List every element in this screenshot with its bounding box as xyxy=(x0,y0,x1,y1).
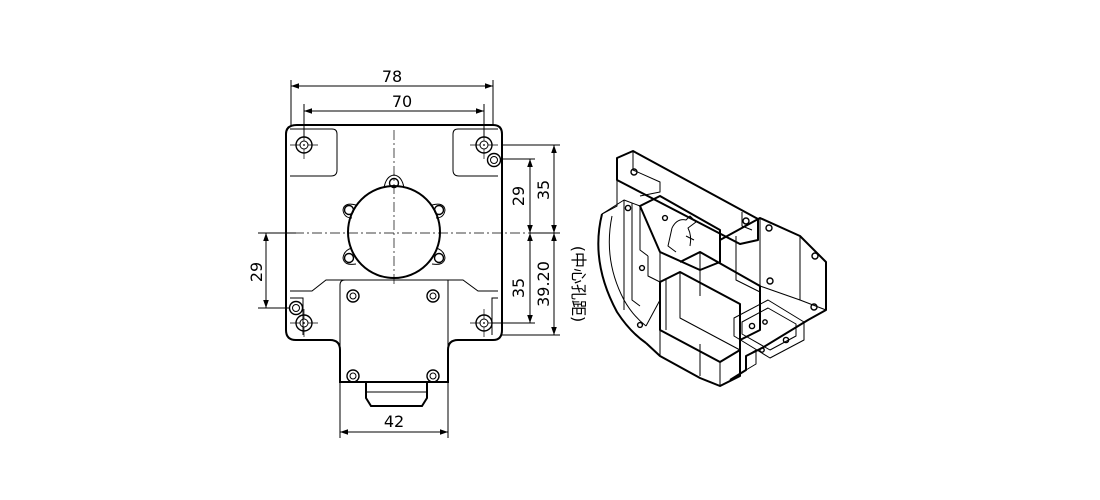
center-hole-note: (中心孔距) xyxy=(569,246,588,323)
dim-39-20: 39.20 xyxy=(534,261,553,307)
mounting-holes xyxy=(288,136,502,332)
corner-pocket-tr xyxy=(452,128,498,177)
dim-width-70: 70 xyxy=(392,92,412,111)
dim-29-left: 29 xyxy=(247,262,266,282)
dimensions: 78 70 29 35 35 39.20 (中心孔距) 29 xyxy=(247,67,588,438)
main-body-outline xyxy=(285,124,503,383)
dim-35-lower: 35 xyxy=(509,278,528,298)
bottom-connector xyxy=(365,382,428,407)
block-holes xyxy=(346,289,440,383)
dim-29-right: 29 xyxy=(509,186,528,206)
boss-lugs xyxy=(342,174,446,265)
dim-35-upper: 35 xyxy=(534,180,553,200)
dim-width-42: 42 xyxy=(384,412,404,431)
corner-pocket-tl xyxy=(290,128,338,177)
lower-block xyxy=(339,279,449,383)
front-view xyxy=(258,124,530,407)
isometric-view xyxy=(597,150,827,387)
dim-width-78: 78 xyxy=(382,67,402,86)
